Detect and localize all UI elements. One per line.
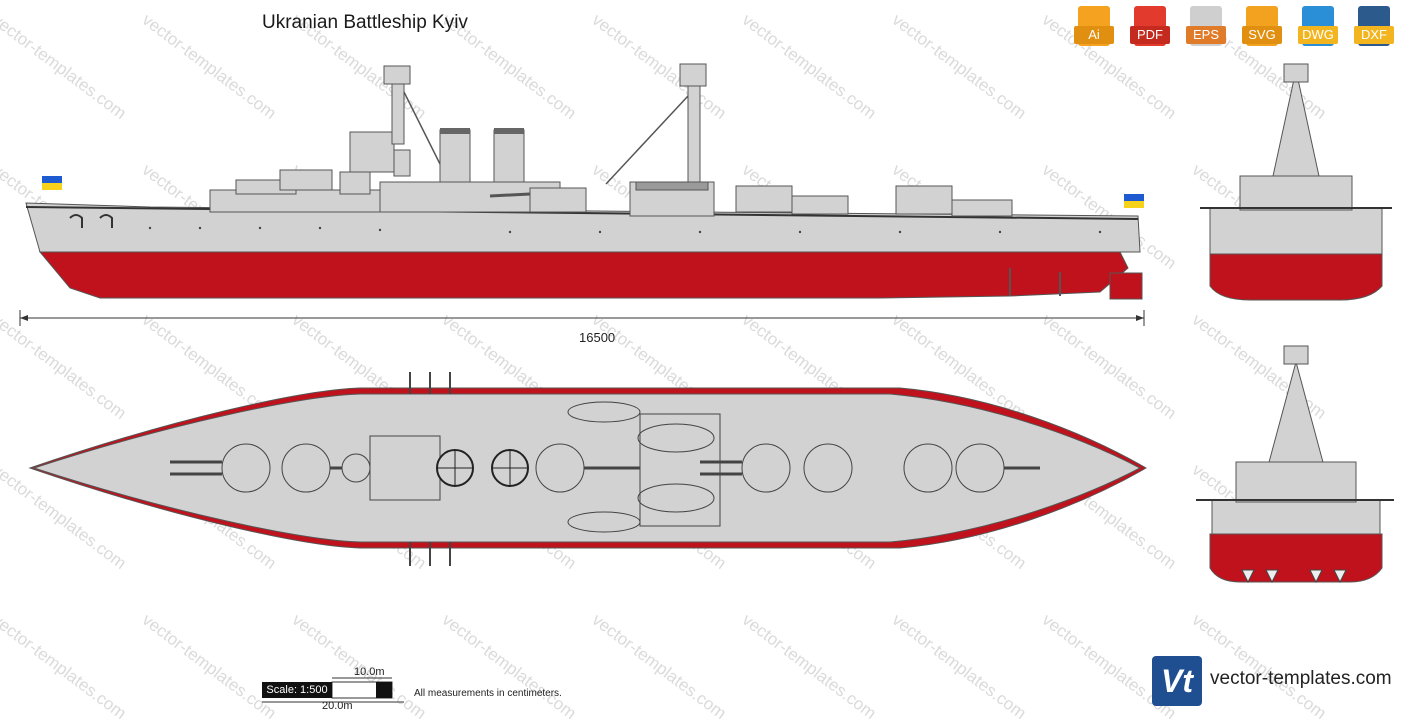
scale-bar	[262, 677, 404, 703]
scale-label: Scale: 1:500	[262, 682, 332, 698]
flag-bow	[42, 176, 62, 190]
format-label: Ai	[1074, 26, 1114, 44]
side-view	[25, 63, 1144, 300]
format-label: EPS	[1186, 26, 1226, 44]
format-label: DXF	[1354, 26, 1394, 44]
format-badge-svg[interactable]: SVG	[1242, 6, 1282, 52]
flag-stern	[1124, 194, 1144, 208]
scale-10-label: 10.0m	[354, 666, 385, 678]
side-hull-red	[38, 251, 1129, 299]
format-label: DWG	[1298, 26, 1338, 44]
brand-link[interactable]: vector-templates.com	[1210, 668, 1392, 689]
format-badge-eps[interactable]: EPS	[1186, 6, 1226, 52]
format-badge-pdf[interactable]: PDF	[1130, 6, 1170, 52]
page-title: Ukranian Battleship Kyiv	[262, 12, 468, 33]
rear-view	[1196, 345, 1394, 584]
format-badge-ai[interactable]: Ai	[1074, 6, 1114, 52]
format-label: SVG	[1242, 26, 1282, 44]
top-view	[28, 372, 1148, 566]
length-dimension-label: 16500	[579, 330, 616, 345]
rudder	[1109, 272, 1143, 300]
scale-20-label: 20.0m	[322, 700, 353, 712]
brand-logo-icon[interactable]: Vt	[1152, 656, 1202, 706]
front-view	[1200, 63, 1392, 301]
dimension-line	[19, 310, 1145, 326]
format-badge-dwg[interactable]: DWG	[1298, 6, 1338, 52]
format-label: PDF	[1130, 26, 1170, 44]
format-badge-dxf[interactable]: DXF	[1354, 6, 1394, 52]
measurement-note: All measurements in centimeters.	[414, 688, 562, 699]
